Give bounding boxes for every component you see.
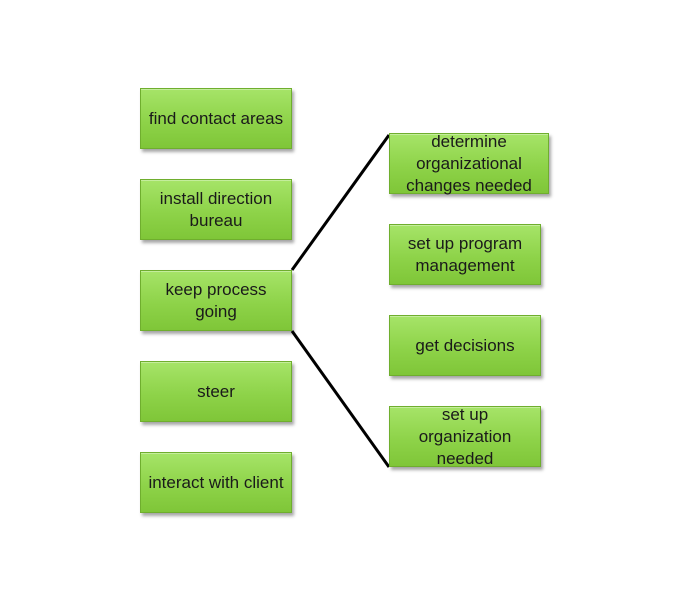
node-label: set up organization needed bbox=[418, 404, 512, 468]
node-set-up-program-management: set up program management bbox=[389, 224, 541, 285]
connector-lower-line bbox=[290, 330, 391, 468]
node-label: find contact areas bbox=[148, 108, 284, 128]
node-interact-with-client: interact with client bbox=[140, 452, 292, 513]
node-label: keep process going bbox=[165, 279, 267, 321]
node-set-up-organization-needed: set up organization needed bbox=[389, 404, 541, 468]
node-keep-process-going: keep process going bbox=[140, 270, 292, 331]
node-label: interact with client bbox=[148, 472, 284, 492]
node-label: determine organizational changes needed bbox=[406, 131, 532, 195]
node-label: get decisions bbox=[415, 335, 515, 355]
node-steer: steer bbox=[140, 361, 292, 422]
node-label: install direction bureau bbox=[159, 188, 273, 230]
connector-upper-line bbox=[290, 134, 391, 271]
node-label: steer bbox=[197, 381, 235, 401]
node-find-contact-areas: find contact areas bbox=[140, 88, 292, 149]
node-label: set up program management bbox=[407, 233, 523, 275]
node-determine-organizational-changes: determine organizational changes needed bbox=[389, 131, 549, 195]
node-get-decisions: get decisions bbox=[389, 315, 541, 376]
node-install-direction-bureau: install direction bureau bbox=[140, 179, 292, 240]
